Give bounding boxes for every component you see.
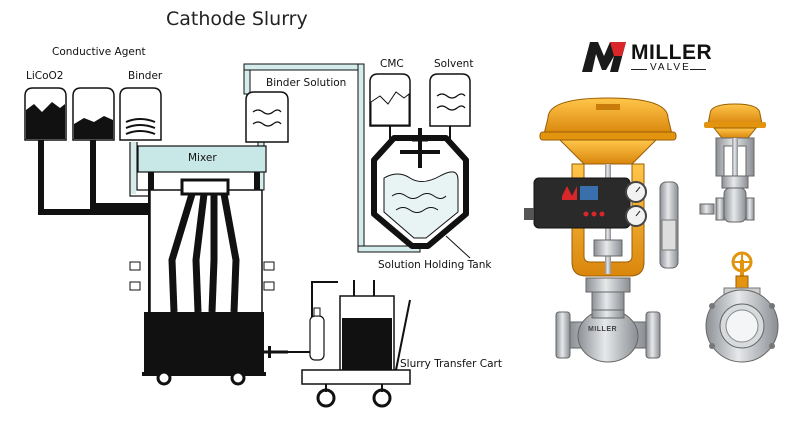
label-mixer: Mixer	[188, 152, 217, 164]
conductive-agent-hopper	[72, 87, 115, 141]
slurry-transfer-cart	[301, 280, 411, 408]
label-licoo2: LiCoO2	[26, 70, 64, 82]
miller-logo-icon	[582, 42, 626, 72]
label-cmc: CMC	[380, 58, 404, 70]
cmc-tank	[369, 73, 411, 142]
brand-rule-right	[690, 69, 706, 70]
label-binder-solution: Binder Solution	[266, 77, 347, 89]
binder-solution-tank	[245, 91, 289, 143]
label-slurry-transfer-cart: Slurry Transfer Cart	[400, 358, 502, 370]
solvent-tank	[429, 73, 471, 142]
brand-rule-left	[631, 69, 647, 70]
label-solution-holding-tank: Solution Holding Tank	[378, 259, 492, 271]
brand-subtitle: VALVE	[650, 62, 691, 73]
label-solvent: Solvent	[434, 58, 474, 70]
feed-pipes	[38, 140, 150, 215]
binder-pipe	[129, 142, 150, 197]
licoo2-pipe	[38, 140, 150, 215]
mixer-slurry	[144, 312, 264, 372]
solution-holding-tank	[371, 128, 471, 259]
mixer-head	[137, 145, 267, 173]
label-binder: Binder	[128, 70, 163, 82]
binder-hopper	[119, 87, 162, 141]
conductive-pipe	[90, 140, 150, 209]
licoo2-hopper	[24, 87, 67, 141]
mixer-unit	[129, 145, 338, 386]
valve-body-marking: MILLER	[588, 326, 618, 333]
diagram-title: Cathode Slurry	[166, 8, 308, 30]
brand-name: MILLER	[631, 41, 713, 64]
label-conductive-agent: Conductive Agent	[52, 46, 146, 58]
